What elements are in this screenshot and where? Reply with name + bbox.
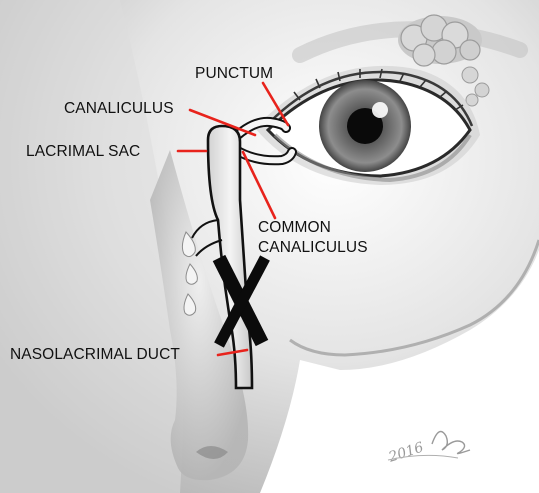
signature-year: 2016 [386, 439, 426, 466]
label-common-canaliculus-line2: CANALICULUS [258, 238, 368, 258]
label-punctum: PUNCTUM [195, 65, 273, 83]
eye-highlight [372, 102, 388, 118]
label-nasolacrimal-duct: NASOLACRIMAL DUCT [10, 346, 180, 364]
label-canaliculus: CANALICULUS [64, 100, 174, 118]
label-lacrimal-sac: LACRIMAL SAC [26, 143, 140, 161]
signature-scribble [432, 432, 470, 454]
label-common-canaliculus-line1: COMMON [258, 218, 368, 238]
artist-signature: 2016 [384, 414, 474, 466]
label-common-canaliculus: COMMON CANALICULUS [258, 218, 368, 258]
